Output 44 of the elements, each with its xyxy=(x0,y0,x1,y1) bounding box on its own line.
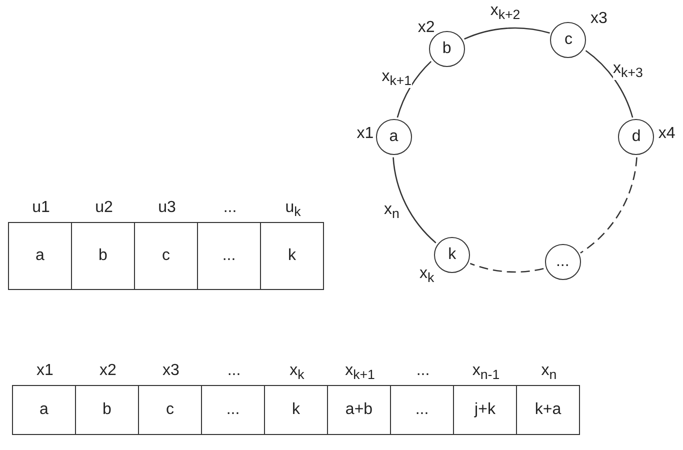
cell-text: j+k xyxy=(473,401,496,419)
node-circle: a xyxy=(376,119,412,156)
node-label: x$_{k}$ xyxy=(420,264,434,285)
index-label: x2 xyxy=(98,362,118,380)
cell-text: ... xyxy=(414,401,430,419)
cell-text: a+b xyxy=(344,401,374,419)
dashed-arc xyxy=(470,262,544,273)
node-label: x3 xyxy=(590,10,608,28)
index-label: u1 xyxy=(31,199,51,217)
index-label: x$_{n}$ xyxy=(540,362,558,382)
node-label: x1 xyxy=(356,125,374,144)
index-label: u$_{k}$ xyxy=(284,199,302,220)
arc-connector xyxy=(396,60,432,118)
index-label: ... xyxy=(415,362,431,380)
cell-text: b xyxy=(102,401,112,419)
cell-text: k xyxy=(291,401,301,419)
node-circle: b xyxy=(428,30,465,67)
cell-text: b xyxy=(98,247,108,265)
arc-connector xyxy=(585,50,634,118)
index-label: x3 xyxy=(162,362,180,380)
arc-connector xyxy=(392,157,436,244)
index-label: x$_{k}$ xyxy=(288,362,306,382)
index-label: ... xyxy=(222,199,238,217)
cell-text: c xyxy=(161,247,171,265)
node-circle: c xyxy=(550,22,586,58)
index-label: u2 xyxy=(94,199,114,217)
node-circle: k xyxy=(434,236,470,273)
cell-text: k+a xyxy=(534,401,562,419)
index-label: u3 xyxy=(157,199,177,217)
index-label: x1 xyxy=(36,362,54,380)
dashed-arc xyxy=(580,157,638,254)
cell-text: ... xyxy=(221,247,237,265)
cell-text: k xyxy=(287,247,297,265)
cell-text: c xyxy=(165,401,175,419)
node-circle: ... xyxy=(544,244,581,280)
cell-text: ... xyxy=(225,401,241,419)
index-label: x$_{n-1}$ xyxy=(471,362,501,382)
cell-text: a xyxy=(34,247,46,265)
node-circle: d xyxy=(618,119,654,156)
cell-text: a xyxy=(38,401,50,419)
index-label: ... xyxy=(226,362,242,380)
arc-connector xyxy=(464,28,550,40)
index-label: x$_{k+1}$ xyxy=(344,362,376,382)
node-label: x4 xyxy=(658,125,676,144)
